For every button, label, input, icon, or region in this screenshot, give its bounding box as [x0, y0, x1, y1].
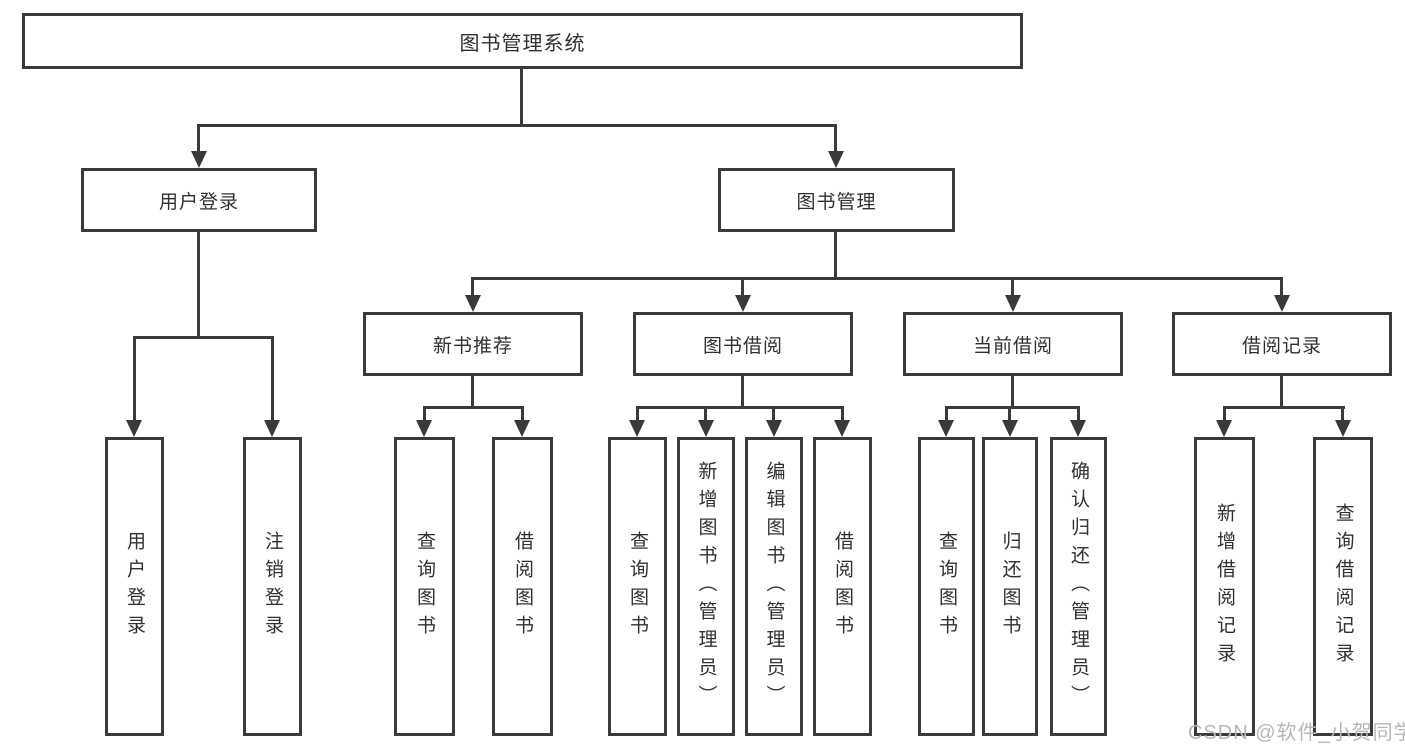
arrowhead-down-icon: [1274, 295, 1290, 312]
connector-line: [945, 406, 1080, 409]
connector-line: [133, 336, 136, 421]
arrowhead-down-icon: [191, 151, 207, 168]
connector-line: [1223, 406, 1345, 409]
arrowhead-down-icon: [629, 420, 645, 437]
connector-line: [636, 406, 639, 421]
connector-line: [704, 406, 707, 421]
arrowhead-down-icon: [514, 420, 530, 437]
leaf-current-query-book: 查询图书: [918, 437, 975, 736]
connector-line: [636, 406, 844, 409]
node-book-borrow: 图书借阅: [633, 312, 853, 376]
connector-line: [521, 406, 524, 421]
csdn-watermark: CSDN @软件_小贺同学: [1188, 722, 1405, 744]
connector-line: [197, 124, 200, 152]
arrowhead-down-icon: [1335, 420, 1351, 437]
connector-line: [520, 69, 523, 124]
leaf-label: 注销登录: [262, 530, 283, 643]
connector-line: [834, 232, 837, 277]
connector-line: [197, 232, 200, 336]
leaf-label: 查询图书: [936, 530, 957, 643]
leaf-label: 编辑图书（管理员）: [763, 460, 785, 713]
connector-line: [471, 277, 474, 296]
leaf-borrow-borrow-book: 借阅图书: [813, 437, 872, 736]
node-new-book-recommend: 新书推荐: [363, 312, 583, 376]
connector-line: [1280, 376, 1283, 406]
leaf-label: 归还图书: [999, 530, 1021, 643]
arrowhead-down-icon: [938, 420, 954, 437]
arrowhead-down-icon: [1070, 420, 1086, 437]
leaf-records-query-record: 查询借阅记录: [1313, 437, 1373, 736]
leaf-label: 确认归还（管理员）: [1068, 460, 1089, 713]
node-label: 图书管理: [796, 191, 877, 213]
arrowhead-down-icon: [834, 420, 850, 437]
connector-line: [1011, 277, 1014, 296]
connector-line: [772, 406, 775, 421]
connector-line: [471, 376, 474, 406]
arrowhead-down-icon: [465, 295, 481, 312]
leaf-borrow-edit-book-admin: 编辑图书（管理员）: [745, 437, 803, 736]
leaf-recommend-borrow-book: 借阅图书: [492, 437, 553, 736]
connector-line: [834, 124, 837, 152]
connector-line: [471, 277, 1283, 280]
node-label: 用户登录: [158, 191, 239, 213]
leaf-borrow-query-book: 查询图书: [608, 437, 667, 736]
node-library-management-system: 图书管理系统: [22, 13, 1023, 69]
node-current-borrow: 当前借阅: [903, 312, 1123, 376]
leaf-label: 新增图书（管理员）: [695, 460, 717, 713]
node-book-management: 图书管理: [718, 168, 955, 232]
leaf-label: 借阅图书: [512, 530, 533, 643]
connector-line: [741, 277, 744, 296]
leaf-label: 查询借阅记录: [1332, 502, 1354, 671]
connector-line: [423, 406, 524, 409]
leaf-label: 借阅图书: [832, 530, 853, 643]
leaf-label: 查询图书: [627, 530, 648, 643]
leaf-current-return-book: 归还图书: [982, 437, 1038, 736]
arrowhead-down-icon: [126, 420, 142, 437]
node-label: 新书推荐: [432, 335, 513, 357]
leaf-user-login: 用户登录: [105, 437, 164, 736]
node-label: 图书借阅: [702, 335, 783, 357]
arrowhead-down-icon: [1216, 420, 1232, 437]
leaf-borrow-add-book-admin: 新增图书（管理员）: [677, 437, 735, 736]
arrowhead-down-icon: [264, 420, 280, 437]
connector-line: [841, 406, 844, 421]
arrowhead-down-icon: [1005, 295, 1021, 312]
connector-line: [1223, 406, 1226, 421]
leaf-label: 新增借阅记录: [1214, 502, 1235, 671]
connector-line: [1008, 406, 1011, 421]
leaf-current-confirm-return-admin: 确认归还（管理员）: [1050, 437, 1107, 736]
node-label: 当前借阅: [972, 335, 1053, 357]
leaf-logout: 注销登录: [243, 437, 302, 736]
arrowhead-down-icon: [735, 295, 751, 312]
connector-line: [741, 376, 744, 406]
leaf-recommend-query-book: 查询图书: [394, 437, 455, 736]
arrowhead-down-icon: [698, 420, 714, 437]
connector-line: [271, 336, 274, 421]
node-label: 借阅记录: [1241, 335, 1322, 357]
connector-line: [198, 124, 837, 127]
connector-line: [133, 336, 274, 339]
node-borrow-records: 借阅记录: [1172, 312, 1392, 376]
leaf-records-add-record: 新增借阅记录: [1194, 437, 1255, 736]
arrowhead-down-icon: [416, 420, 432, 437]
node-label: 图书管理系统: [459, 32, 586, 55]
arrowhead-down-icon: [828, 151, 844, 168]
arrowhead-down-icon: [766, 420, 782, 437]
leaf-label: 用户登录: [124, 530, 145, 643]
arrowhead-down-icon: [1002, 420, 1018, 437]
connector-line: [1341, 406, 1344, 421]
connector-line: [1280, 277, 1283, 296]
connector-line: [1077, 406, 1080, 421]
leaf-label: 查询图书: [414, 530, 435, 643]
connector-line: [1011, 376, 1014, 406]
node-user-login: 用户登录: [81, 168, 317, 232]
connector-line: [423, 406, 426, 421]
connector-line: [945, 406, 948, 421]
